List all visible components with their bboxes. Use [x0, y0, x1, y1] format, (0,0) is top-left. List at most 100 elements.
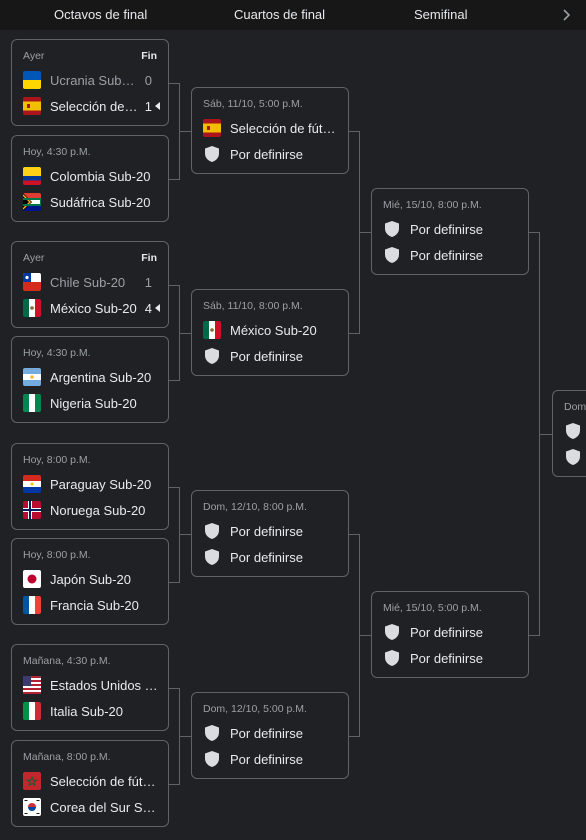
- bracket-connector: [349, 332, 360, 334]
- team-name: Ucrania Sub-20: [50, 72, 138, 88]
- team-row[interactable]: [564, 420, 586, 442]
- bracket-connector: [169, 379, 180, 381]
- shield-icon: [203, 522, 221, 540]
- team-name: Por definirse: [410, 247, 483, 263]
- team-row[interactable]: Por definirse: [203, 546, 340, 568]
- italy-flag-icon: [23, 702, 41, 720]
- match-status: Fin: [141, 252, 157, 264]
- team-row[interactable]: Colombia Sub-20: [23, 165, 160, 187]
- team-row[interactable]: [564, 446, 586, 468]
- round-title-sf[interactable]: Semifinal: [414, 7, 468, 22]
- paraguay-flag-icon: [23, 475, 41, 493]
- team-row[interactable]: Italia Sub-20: [23, 700, 160, 722]
- team-name: Paraguay Sub-20: [50, 476, 152, 492]
- bracket-connector: [169, 82, 180, 84]
- team-row[interactable]: Por definirse: [383, 647, 520, 669]
- round-title-qf[interactable]: Cuartos de final: [234, 7, 326, 22]
- bracket-connector: [179, 735, 191, 737]
- round-title-r16[interactable]: Octavos de final: [54, 7, 148, 22]
- bracket-connector: [179, 332, 191, 334]
- team-row[interactable]: Corea del Sur Sub-20: [23, 796, 160, 818]
- match-time: Sáb, 11/10, 5:00 p.M.: [203, 98, 303, 110]
- match-time: Dom, 12/10, 8:00 p.M.: [203, 501, 307, 513]
- team-row[interactable]: Noruega Sub-20: [23, 499, 160, 521]
- match-status: Fin: [141, 50, 157, 62]
- team-score: 1: [144, 274, 152, 290]
- colombia-flag-icon: [23, 167, 41, 185]
- bracket-connector: [349, 130, 360, 132]
- match-time: Dom: [564, 401, 586, 413]
- winner-arrow-icon: [155, 102, 160, 110]
- bracket-connector: [349, 735, 360, 737]
- team-row[interactable]: Por definirse: [383, 218, 520, 240]
- team-row[interactable]: Sudáfrica Sub-20: [23, 191, 160, 213]
- match-card[interactable]: Mañana, 4:30 p.M.Estados Unidos Sub-20It…: [11, 644, 169, 731]
- match-time: Dom, 12/10, 5:00 p.M.: [203, 703, 307, 715]
- team-row[interactable]: Selección de fútbol sub-20 de Marruecos: [23, 770, 160, 792]
- match-card[interactable]: Mañana, 8:00 p.M.Selección de fútbol sub…: [11, 740, 169, 827]
- shield-icon: [383, 246, 401, 264]
- match-time: Hoy, 8:00 p.M.: [23, 454, 91, 466]
- chevron-right-icon: [563, 9, 571, 21]
- chile-flag-icon: [23, 273, 41, 291]
- team-row[interactable]: Por definirse: [203, 722, 340, 744]
- bracket-connector: [169, 284, 180, 286]
- team-row[interactable]: Nigeria Sub-20: [23, 392, 160, 414]
- shield-icon: [203, 548, 221, 566]
- team-row[interactable]: Estados Unidos Sub-20: [23, 674, 160, 696]
- team-row[interactable]: Selección de fútbol sub-20 de España1: [23, 95, 160, 117]
- match-card[interactable]: Dom: [552, 390, 586, 477]
- team-row[interactable]: Paraguay Sub-20: [23, 473, 160, 495]
- team-name: Italia Sub-20: [50, 703, 123, 719]
- team-name: Selección de fútbol sub-20 de España: [50, 98, 138, 114]
- match-time: Hoy, 4:30 p.M.: [23, 146, 91, 158]
- bracket-connector: [359, 231, 371, 233]
- shield-icon: [564, 422, 582, 440]
- team-row[interactable]: Selección de fútbol sub-20 de España: [203, 117, 340, 139]
- team-row[interactable]: Por definirse: [203, 143, 340, 165]
- team-row[interactable]: Por definirse: [383, 244, 520, 266]
- bracket-connector: [169, 581, 180, 583]
- team-name: Por definirse: [230, 751, 303, 767]
- match-card[interactable]: Sáb, 11/10, 5:00 p.M. Selección de fútbol…: [191, 87, 349, 174]
- team-row[interactable]: Por definirse: [203, 345, 340, 367]
- team-name: Selección de fútbol sub-20 de España: [230, 120, 340, 136]
- team-row[interactable]: Argentina Sub-20: [23, 366, 160, 388]
- bracket-connector: [169, 783, 180, 785]
- shield-icon: [203, 724, 221, 742]
- team-name: Por definirse: [230, 549, 303, 565]
- next-round-button[interactable]: [546, 0, 586, 30]
- team-row[interactable]: Por definirse: [203, 748, 340, 770]
- france-flag-icon: [23, 596, 41, 614]
- team-row[interactable]: México Sub-20: [203, 319, 340, 341]
- shield-icon: [203, 145, 221, 163]
- team-row[interactable]: Francia Sub-20: [23, 594, 160, 616]
- team-name: Por definirse: [230, 523, 303, 539]
- team-row[interactable]: Por definirse: [383, 621, 520, 643]
- shield-icon: [203, 347, 221, 365]
- bracket-connector: [169, 687, 180, 689]
- team-name: Japón Sub-20: [50, 571, 131, 587]
- bracket-connector: [529, 634, 540, 636]
- team-row[interactable]: Japón Sub-20: [23, 568, 160, 590]
- japan-flag-icon: [23, 570, 41, 588]
- team-row[interactable]: Por definirse: [203, 520, 340, 542]
- bracket-connector: [179, 130, 191, 132]
- team-name: Por definirse: [410, 650, 483, 666]
- team-name: Por definirse: [230, 146, 303, 162]
- bracket-connector: [169, 486, 180, 488]
